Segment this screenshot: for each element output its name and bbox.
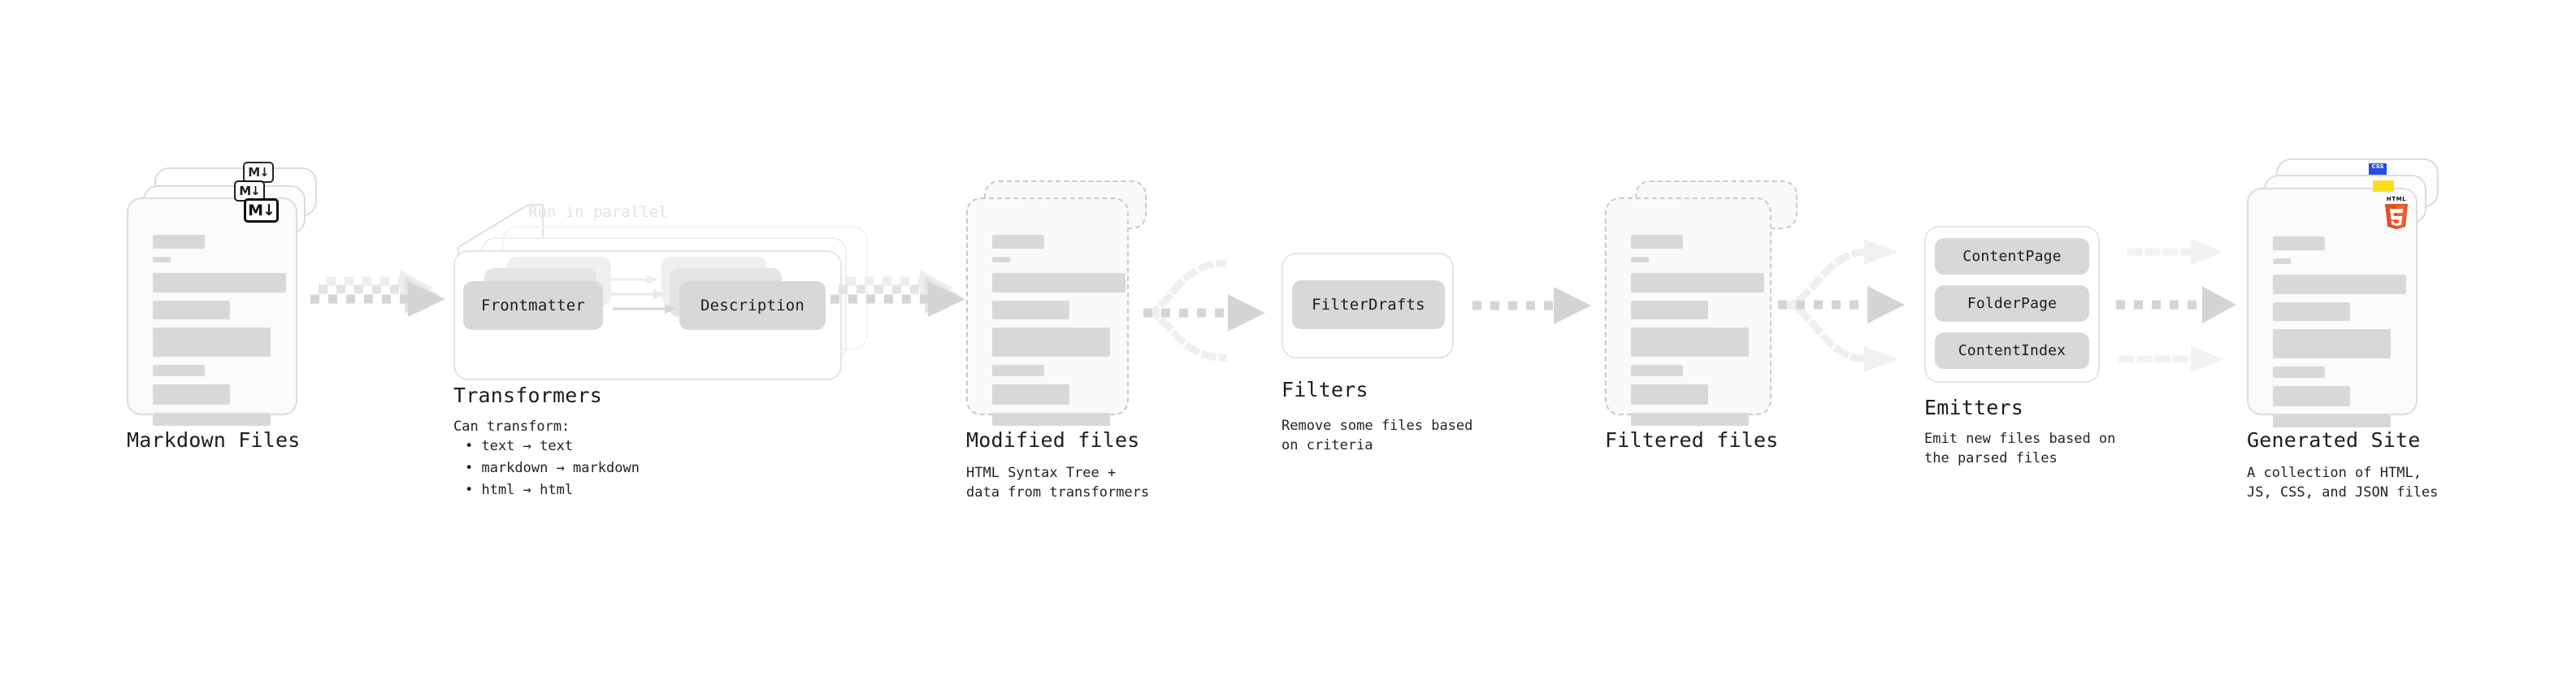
connector-markdown-to-transformers	[310, 270, 445, 317]
markdown-logo-icon: M↓	[244, 198, 279, 223]
pill-contentpage[interactable]: ContentPage	[1935, 238, 2089, 275]
filtered-card-front	[1605, 197, 1772, 426]
filtered-card-placeholder-bars	[1631, 235, 1764, 434]
markdown-logo-glyph: M↓	[248, 202, 275, 219]
stage-title-generated-site: Generated Site	[2247, 428, 2421, 452]
connector-modified-to-filters	[1143, 259, 1265, 362]
pill-frontmatter[interactable]: Frontmatter	[463, 281, 603, 330]
transformer-bullet-2: • html → html	[465, 482, 574, 498]
pill-contentindex[interactable]: ContentIndex	[1935, 332, 2089, 369]
transformer-inner-arrows	[611, 275, 676, 314]
transformer-bullet-1: • markdown → markdown	[465, 460, 640, 476]
run-in-parallel-bracket	[458, 204, 544, 258]
stage-subtitle-generated-site: A collection of HTML, JS, CSS, and JSON …	[2247, 465, 2439, 501]
stage-title-modified-files: Modified files	[966, 428, 1140, 452]
stage-title-emitters: Emitters	[1924, 396, 2024, 419]
stage-title-markdown-files: Markdown Files	[127, 428, 301, 452]
modified-card-front	[966, 197, 1129, 426]
stage-subtitle-modified-files: HTML Syntax Tree + data from transformer…	[966, 465, 1150, 501]
site-card-placeholder-bars	[2273, 225, 2406, 436]
markdown-logo-icon-back-2: M↓	[243, 162, 274, 183]
connector-filters-to-filtered	[1472, 287, 1591, 324]
css3-logo-underline	[2369, 172, 2387, 175]
html5-logo-icon: HTML	[2385, 196, 2408, 229]
stage-subtitle-emitters: Emit new files based on the parsed files	[1924, 431, 2116, 466]
javascript-logo-icon	[2373, 180, 2394, 192]
connector-filtered-to-emitters	[1778, 239, 1905, 372]
stage-title-filters: Filters	[1281, 378, 1368, 401]
stage-subtitle-filters: Remove some files based on criteria	[1281, 418, 1473, 453]
run-in-parallel-label: Run in parallel	[528, 203, 668, 221]
css3-logo-text: CSS	[2371, 163, 2384, 170]
markdown-card-placeholder-bars	[153, 235, 286, 434]
css3-logo-icon: CSS	[2369, 163, 2387, 172]
connector-emitters-to-site	[2116, 239, 2236, 372]
stage-subtitle-transformers: Can transform:	[453, 419, 570, 435]
transformer-bullet-0: • text → text	[465, 438, 574, 454]
pill-filterdrafts[interactable]: FilterDrafts	[1292, 280, 1445, 329]
svg-text:HTML: HTML	[2387, 196, 2406, 202]
markdown-logo-glyph: M↓	[248, 165, 269, 180]
markdown-logo-glyph: M↓	[239, 184, 260, 198]
connector-transformers-to-modified	[830, 270, 965, 317]
stage-title-transformers: Transformers	[453, 384, 603, 407]
modified-card-placeholder-bars	[992, 235, 1125, 434]
markdown-card-front	[127, 197, 297, 426]
pill-description[interactable]: Description	[679, 281, 826, 330]
stage-title-filtered-files: Filtered files	[1605, 428, 1779, 452]
pill-folderpage[interactable]: FolderPage	[1935, 285, 2089, 322]
